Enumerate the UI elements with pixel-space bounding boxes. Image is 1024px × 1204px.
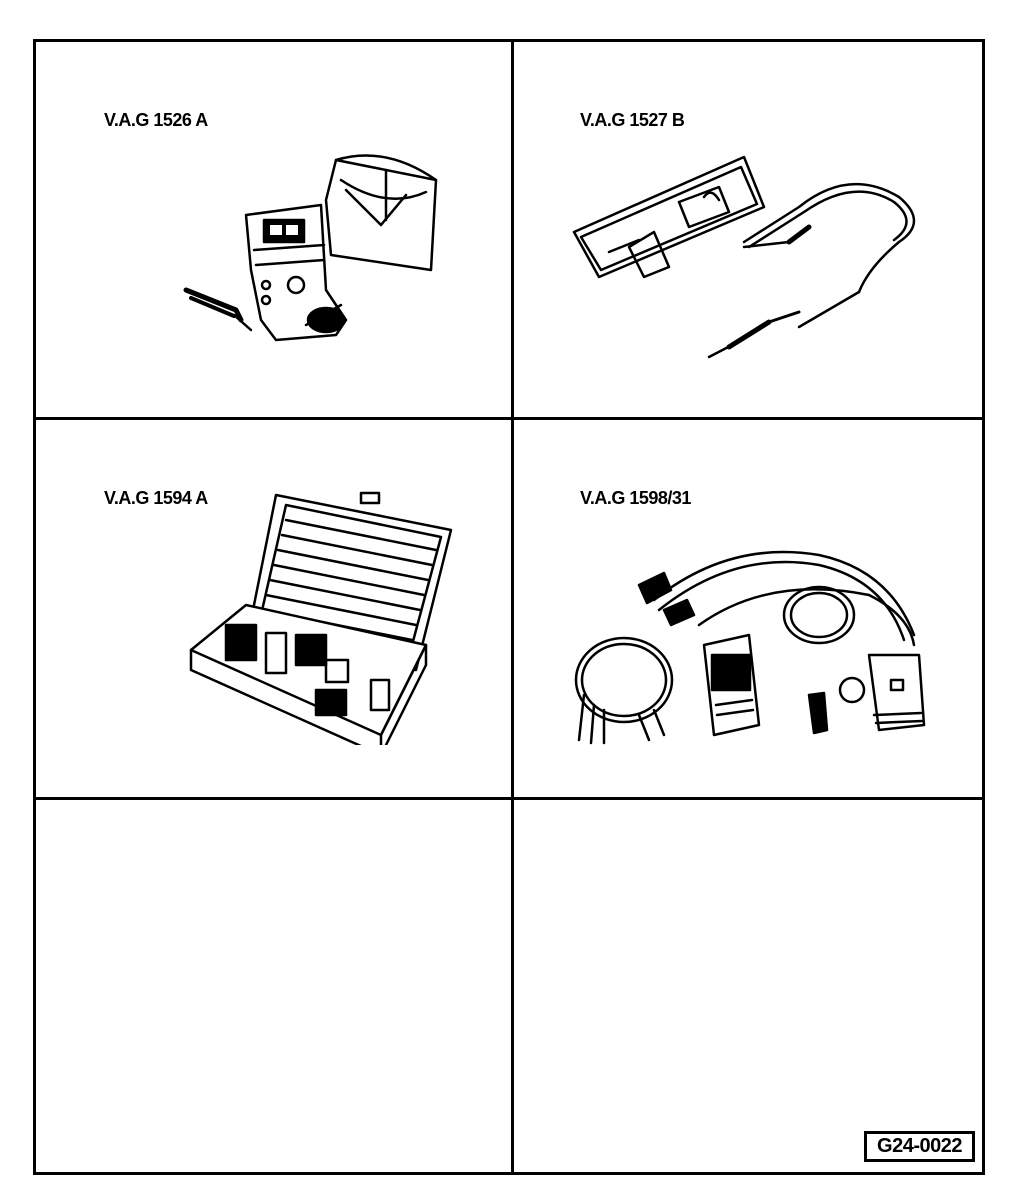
voltage-tester-with-probes-icon xyxy=(572,155,916,359)
panel-vag-1598-31: V.A.G 1598/31 xyxy=(514,420,985,797)
panel-empty-right: G24-0022 xyxy=(514,800,985,1172)
tool-label: V.A.G 1527 B xyxy=(580,110,685,130)
test-cable-harness-icon xyxy=(574,550,926,745)
tool-label: V.A.G 1598/31 xyxy=(580,488,691,508)
tool-label: V.A.G 1526 A xyxy=(104,110,208,130)
multimeter-with-pouch-icon xyxy=(183,154,438,342)
tool-label: V.A.G 1594 A xyxy=(104,488,208,508)
panel-vag-1526a: V.A.G 1526 A xyxy=(36,42,511,417)
adapter-case-icon xyxy=(189,491,453,745)
panel-vag-1594a: V.A.G 1594 A xyxy=(36,420,511,797)
panel-vag-1527b: V.A.G 1527 B xyxy=(514,42,985,417)
grid-divider-row1 xyxy=(36,417,982,420)
figure-code: G24-0022 xyxy=(864,1131,975,1162)
tool-grid: V.A.G 1526 A V.A.G 152 xyxy=(33,39,985,1175)
grid-divider-vertical xyxy=(511,42,514,1172)
panel-empty-left xyxy=(36,800,511,1172)
grid-divider-row2 xyxy=(36,797,982,800)
